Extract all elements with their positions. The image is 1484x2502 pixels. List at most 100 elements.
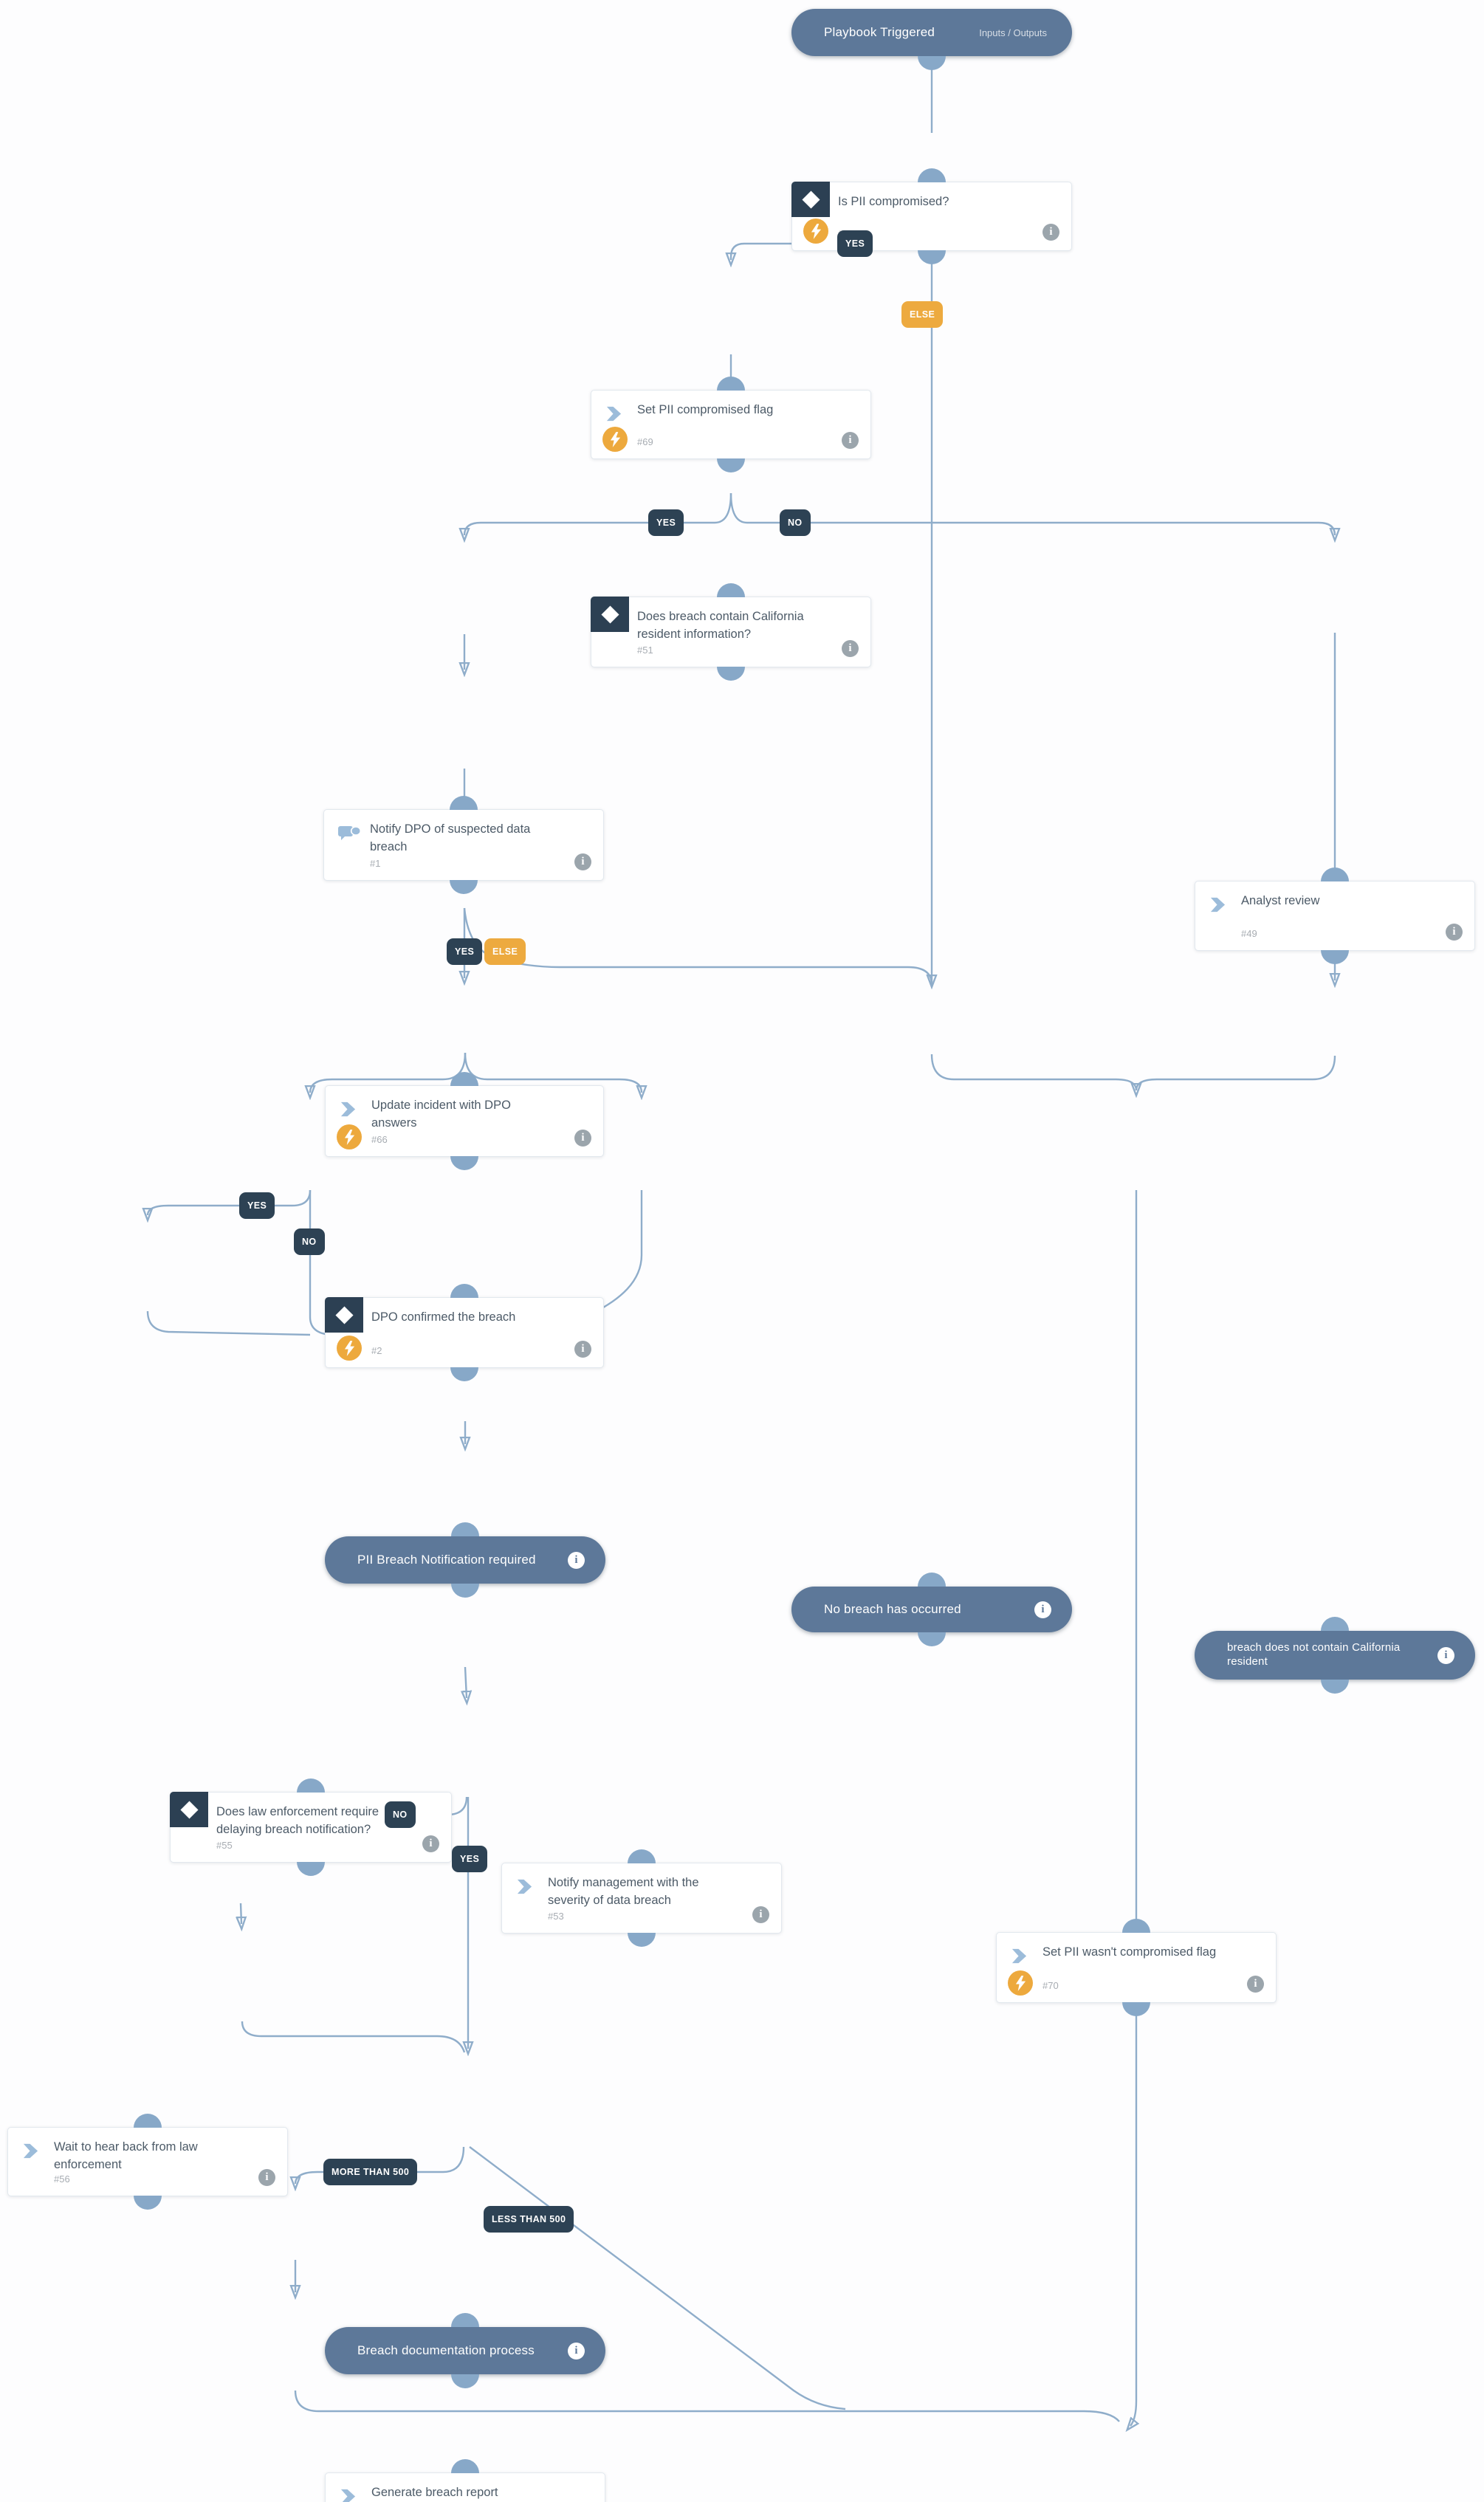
info-icon[interactable]: i (258, 2169, 275, 2186)
automation-bolt-icon (610, 431, 620, 447)
branch-label-else: ELSE (484, 938, 526, 965)
connector-port-top (717, 377, 745, 391)
automation-icon (337, 1336, 362, 1361)
task-title: Wait to hear back from law enforcement (54, 2140, 198, 2171)
diamond-glyph (801, 190, 820, 209)
info-icon[interactable]: i (842, 640, 859, 657)
node-15[interactable]: Generate breach report#15i (325, 2459, 605, 2502)
connector-port-bottom (134, 2196, 162, 2210)
chevron-icon (1209, 896, 1226, 913)
chevron-task-icon (1011, 1948, 1027, 1964)
connector-port-bottom (717, 667, 745, 681)
chevron-task-icon (1210, 897, 1226, 913)
branch-label-yes: YES (837, 230, 873, 257)
task-number: #2 (371, 1345, 382, 1356)
info-icon[interactable]: i (1042, 224, 1059, 241)
edge (463, 907, 933, 986)
edge (729, 492, 1335, 535)
edge (146, 1310, 311, 1336)
node-69[interactable]: Set PII compromised flag #69 i (591, 377, 871, 472)
info-icon[interactable]: i (1034, 1601, 1051, 1618)
task-number: #70 (1042, 1980, 1059, 1991)
node-sec-pii[interactable]: PII Breach Notification required i (325, 1522, 605, 1598)
connector-port-bottom (918, 250, 946, 264)
info-icon[interactable]: i (568, 2342, 585, 2360)
branch-label-else: ELSE (901, 301, 944, 328)
condition-diamond-icon (791, 182, 830, 217)
task-title: Update incident with DPO answers (371, 1099, 511, 1130)
connector-port-bottom (1321, 1680, 1349, 1694)
branch-label-less-than-500: LESS THAN 500 (484, 2206, 574, 2233)
info-icon[interactable]: i (1446, 924, 1463, 941)
diamond-glyph (334, 1305, 354, 1324)
info-icon[interactable]: i (842, 432, 859, 449)
task-title: Does law enforcement require delaying br… (216, 1805, 379, 1836)
info-icon[interactable]: i (422, 1835, 439, 1852)
node-53[interactable]: Notify management with the severity of d… (501, 1849, 782, 1947)
automation-icon (1008, 1970, 1033, 1996)
connector-port-bottom (297, 1862, 325, 1876)
node-2[interactable]: DPO confirmed the breach #2 i (325, 1284, 604, 1381)
edge (464, 492, 732, 535)
connector-port-top (297, 1778, 325, 1793)
edge (241, 2021, 466, 2053)
automation-icon (602, 427, 628, 452)
diamond-glyph (179, 1800, 199, 1819)
task-number: #69 (637, 436, 653, 447)
section-title: Breach documentation process (357, 2343, 535, 2358)
connector-port-top (717, 583, 745, 597)
task-title: Set PII compromised flag (637, 403, 774, 416)
task-title: Generate breach report (371, 2486, 498, 2499)
connector-port-bottom (918, 56, 946, 70)
info-icon[interactable]: i (574, 1130, 591, 1147)
task-title: DPO confirmed the breach (371, 1310, 516, 1324)
edge (294, 2390, 1120, 2422)
edge (148, 1189, 312, 1215)
info-icon[interactable]: i (574, 853, 591, 870)
chevron-icon (605, 405, 622, 422)
task-number: #56 (54, 2173, 70, 2185)
branch-label-yes: YES (447, 938, 483, 965)
node-51[interactable]: Does breach contain California resident … (591, 583, 871, 681)
node-sec-docs[interactable]: Breach documentation process i (325, 2313, 605, 2388)
connector-port-bottom (451, 2374, 479, 2388)
chevron-task-icon (340, 2489, 356, 2502)
task-title: Analyst review (1241, 894, 1320, 907)
connector-port-bottom (628, 1933, 656, 1947)
automation-bolt-icon (1015, 1975, 1026, 1991)
section-title: breach does not contain California resid… (1227, 1641, 1401, 1668)
inputs-outputs-link[interactable]: Inputs / Outputs (979, 27, 1047, 38)
branch-label-more-than-500: MORE THAN 500 (323, 2159, 418, 2185)
chevron-task-icon (517, 1879, 532, 1894)
connector-port-top (450, 1284, 478, 1298)
task-title: Notify DPO of suspected data breach (370, 822, 531, 853)
automation-bolt-icon (811, 223, 821, 239)
info-icon[interactable]: i (1247, 1976, 1264, 1993)
connector-port-bottom (717, 458, 745, 472)
chat-bubbles-icon (338, 826, 362, 840)
node-45[interactable]: Is PII compromised?#45i (791, 168, 1072, 264)
node-sec-nocal[interactable]: breach does not contain California resid… (1195, 1617, 1475, 1694)
automation-icon (337, 1124, 362, 1149)
connector-port-top (1122, 1919, 1150, 1933)
info-icon[interactable]: i (752, 1906, 769, 1923)
edge (930, 1054, 1136, 1090)
node-56[interactable]: Wait to hear back from law enforcement #5… (7, 2114, 288, 2210)
chevron-icon (1011, 1948, 1028, 1965)
edge (310, 1052, 467, 1093)
section-title: PII Breach Notification required (357, 1553, 536, 1567)
connector-port-top (451, 1522, 479, 1536)
connector-port-bottom (1122, 2002, 1150, 2016)
info-icon[interactable]: i (568, 1551, 585, 1569)
connector-port-top (451, 2459, 479, 2473)
info-icon[interactable]: i (1437, 1646, 1454, 1664)
task-title: Notify management with the severity of d… (548, 1876, 699, 1907)
info-icon[interactable]: i (574, 1341, 591, 1358)
